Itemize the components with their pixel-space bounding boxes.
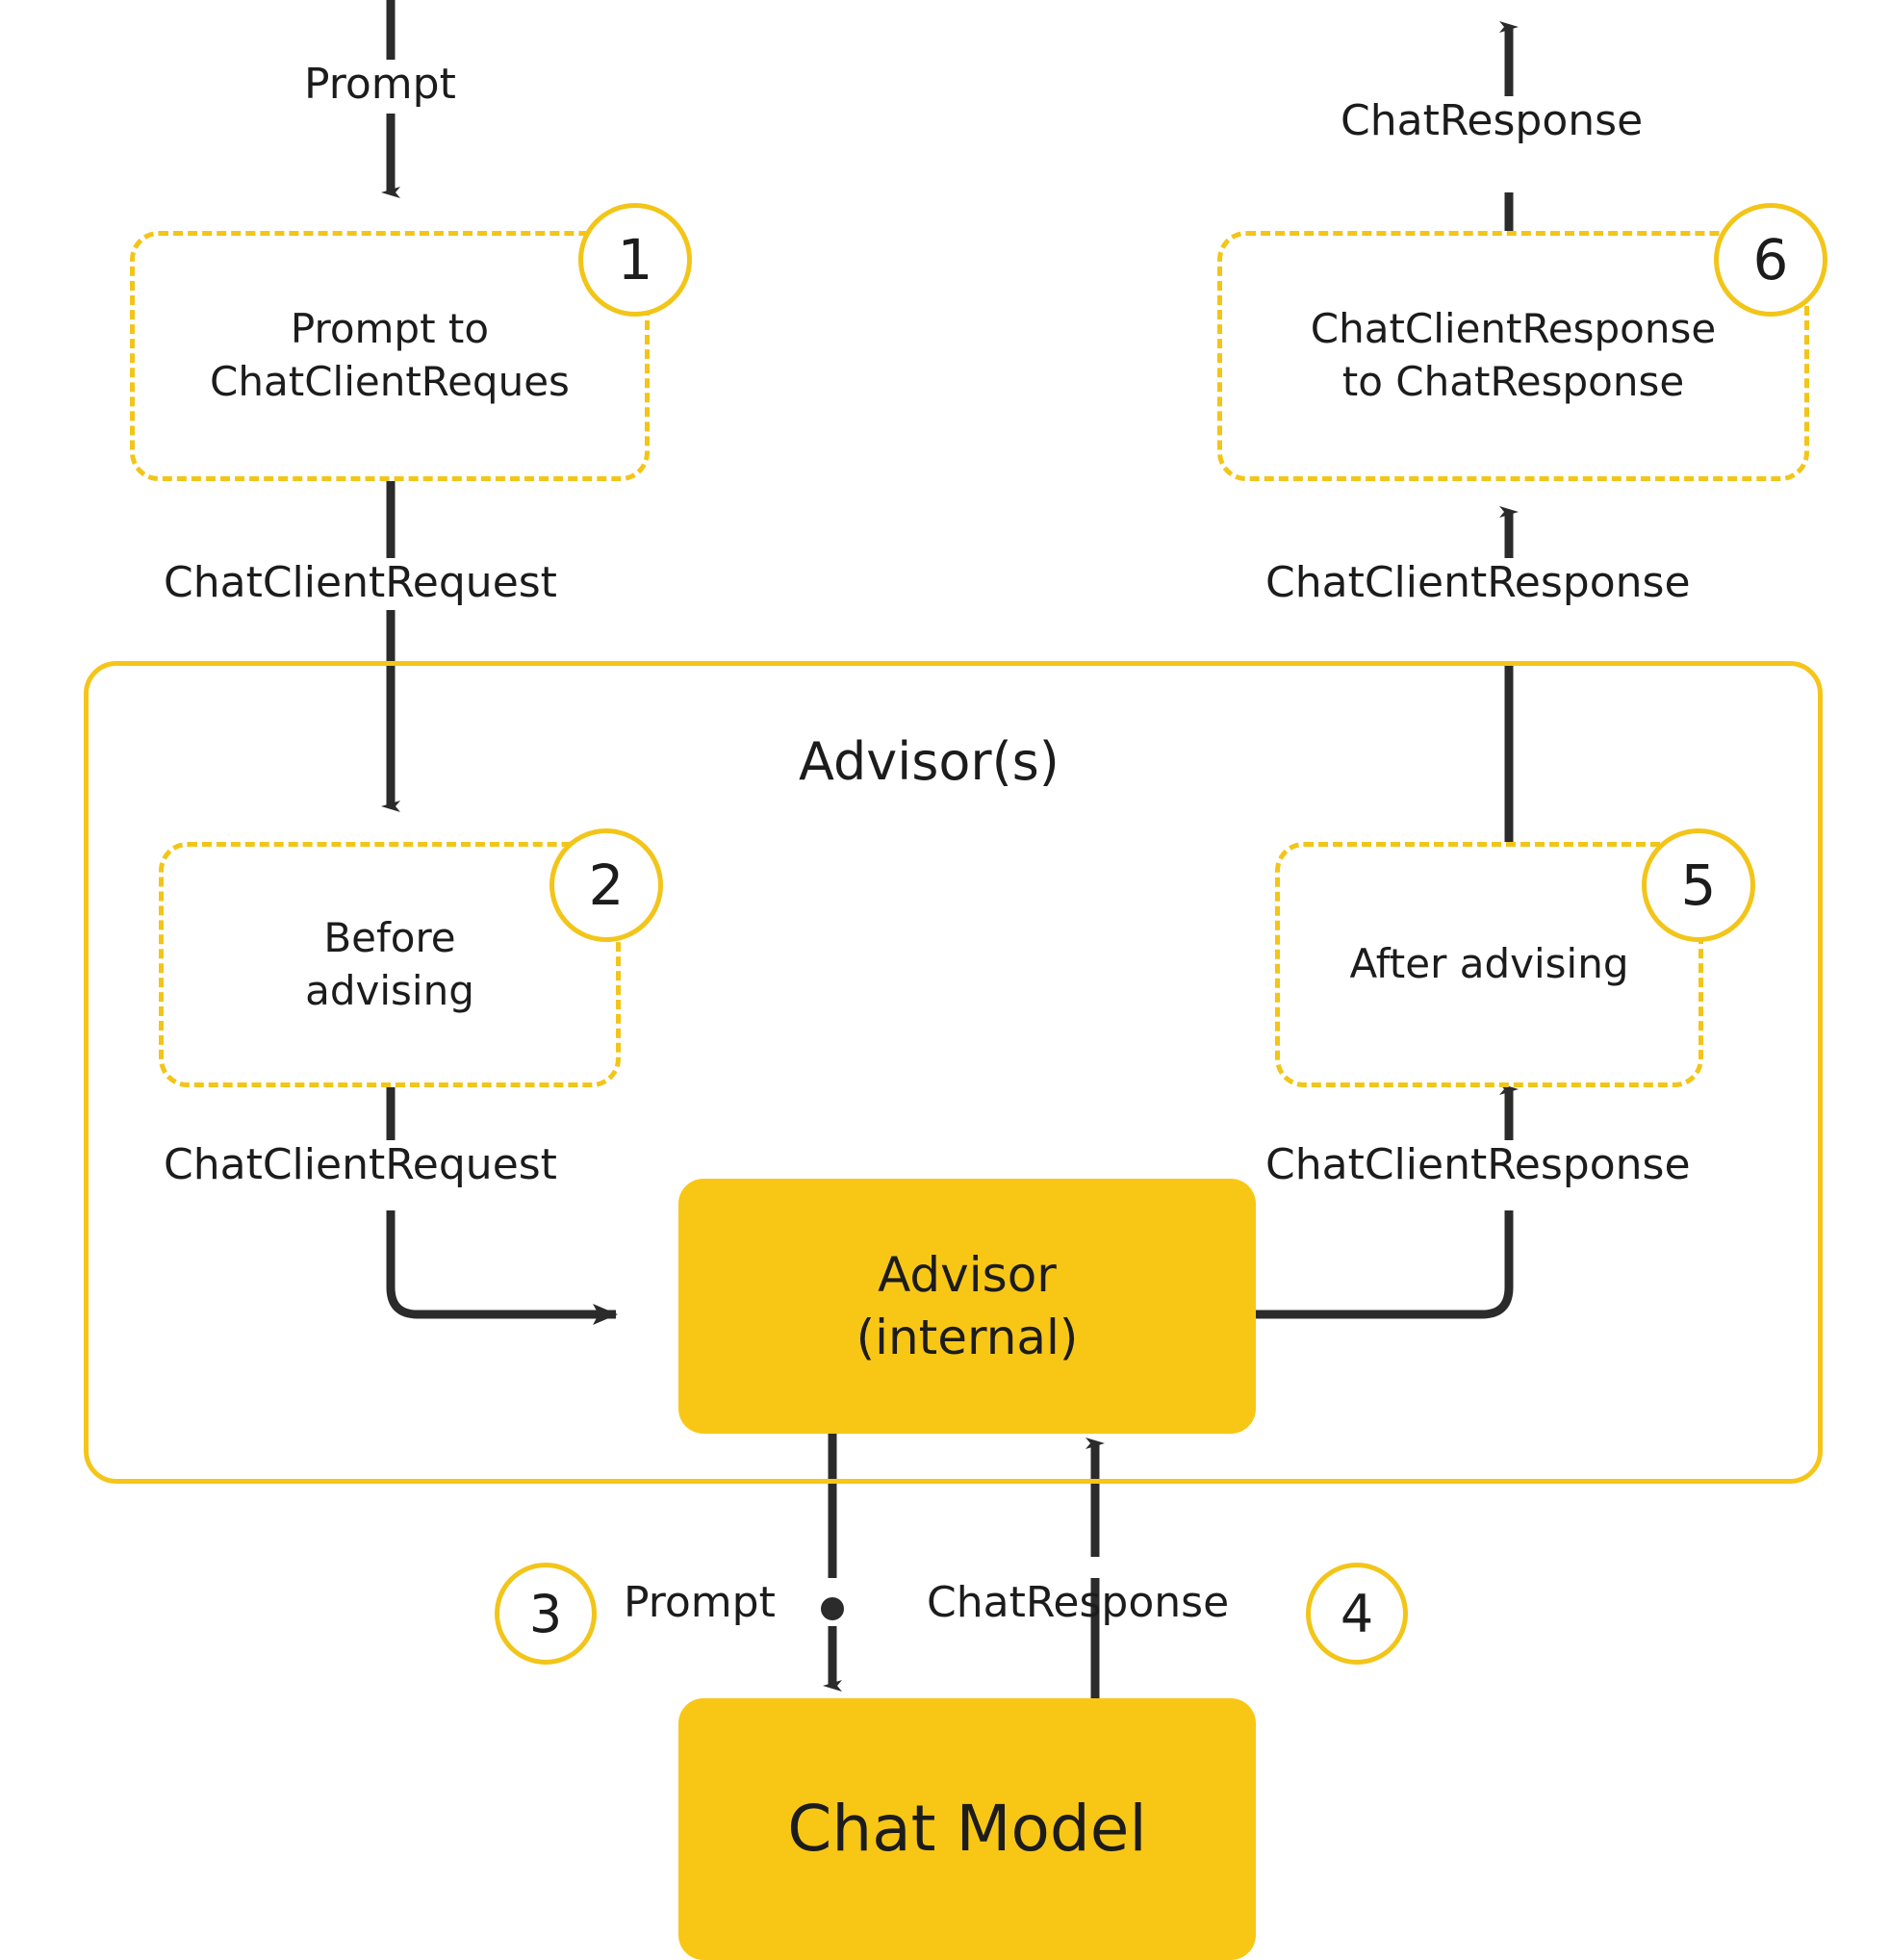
chat-model-label: Chat Model	[787, 1792, 1147, 1867]
step-6-line2: to ChatResponse	[1341, 358, 1685, 405]
step-4-badge: 4	[1306, 1563, 1408, 1665]
step-5-line1: After advising	[1349, 940, 1629, 988]
step-5-box[interactable]: After advising	[1275, 842, 1703, 1087]
step-1-line2: ChatClientReques	[210, 358, 570, 405]
edge-label-request-to-advisors: ChatClientRequest	[156, 558, 565, 607]
edge-label-model-prompt: Prompt	[624, 1578, 776, 1627]
advisors-container	[84, 661, 1823, 1484]
step-2-box[interactable]: Before advising	[159, 842, 621, 1087]
chat-model-box[interactable]: Chat Model	[678, 1698, 1256, 1960]
step-6-badge: 6	[1714, 203, 1827, 317]
advisors-title: Advisor(s)	[799, 731, 1060, 792]
step-6-box[interactable]: ChatClientResponse to ChatResponse	[1217, 231, 1809, 481]
step-1-box[interactable]: Prompt to ChatClientReques	[130, 231, 650, 481]
step-2-badge: 2	[549, 828, 663, 942]
step-2-line2: advising	[305, 966, 474, 1014]
edge-label-response-from-advisors: ChatClientResponse	[1258, 558, 1698, 607]
step-5-badge: 5	[1642, 828, 1755, 942]
step-2-line1: Before	[323, 913, 456, 961]
edge-label-prompt-in: Prompt	[296, 60, 464, 109]
step-1-badge: 1	[578, 203, 692, 317]
step-3-badge: 3	[495, 1563, 597, 1665]
step-6-line1: ChatClientResponse	[1310, 305, 1717, 353]
edge-label-chatresponse-out: ChatResponse	[1333, 96, 1651, 145]
edge-label-model-chatresponse: ChatResponse	[927, 1578, 1230, 1627]
edge-label-request-to-advisor-internal: ChatClientRequest	[156, 1140, 565, 1189]
edge-label-response-from-advisor-internal: ChatClientResponse	[1258, 1140, 1698, 1189]
advisor-internal-box[interactable]: Advisor (internal)	[678, 1179, 1256, 1434]
step-1-line1: Prompt to	[290, 305, 490, 353]
advisor-internal-line2: (internal)	[856, 1309, 1079, 1365]
advisor-internal-line1: Advisor	[878, 1246, 1057, 1303]
